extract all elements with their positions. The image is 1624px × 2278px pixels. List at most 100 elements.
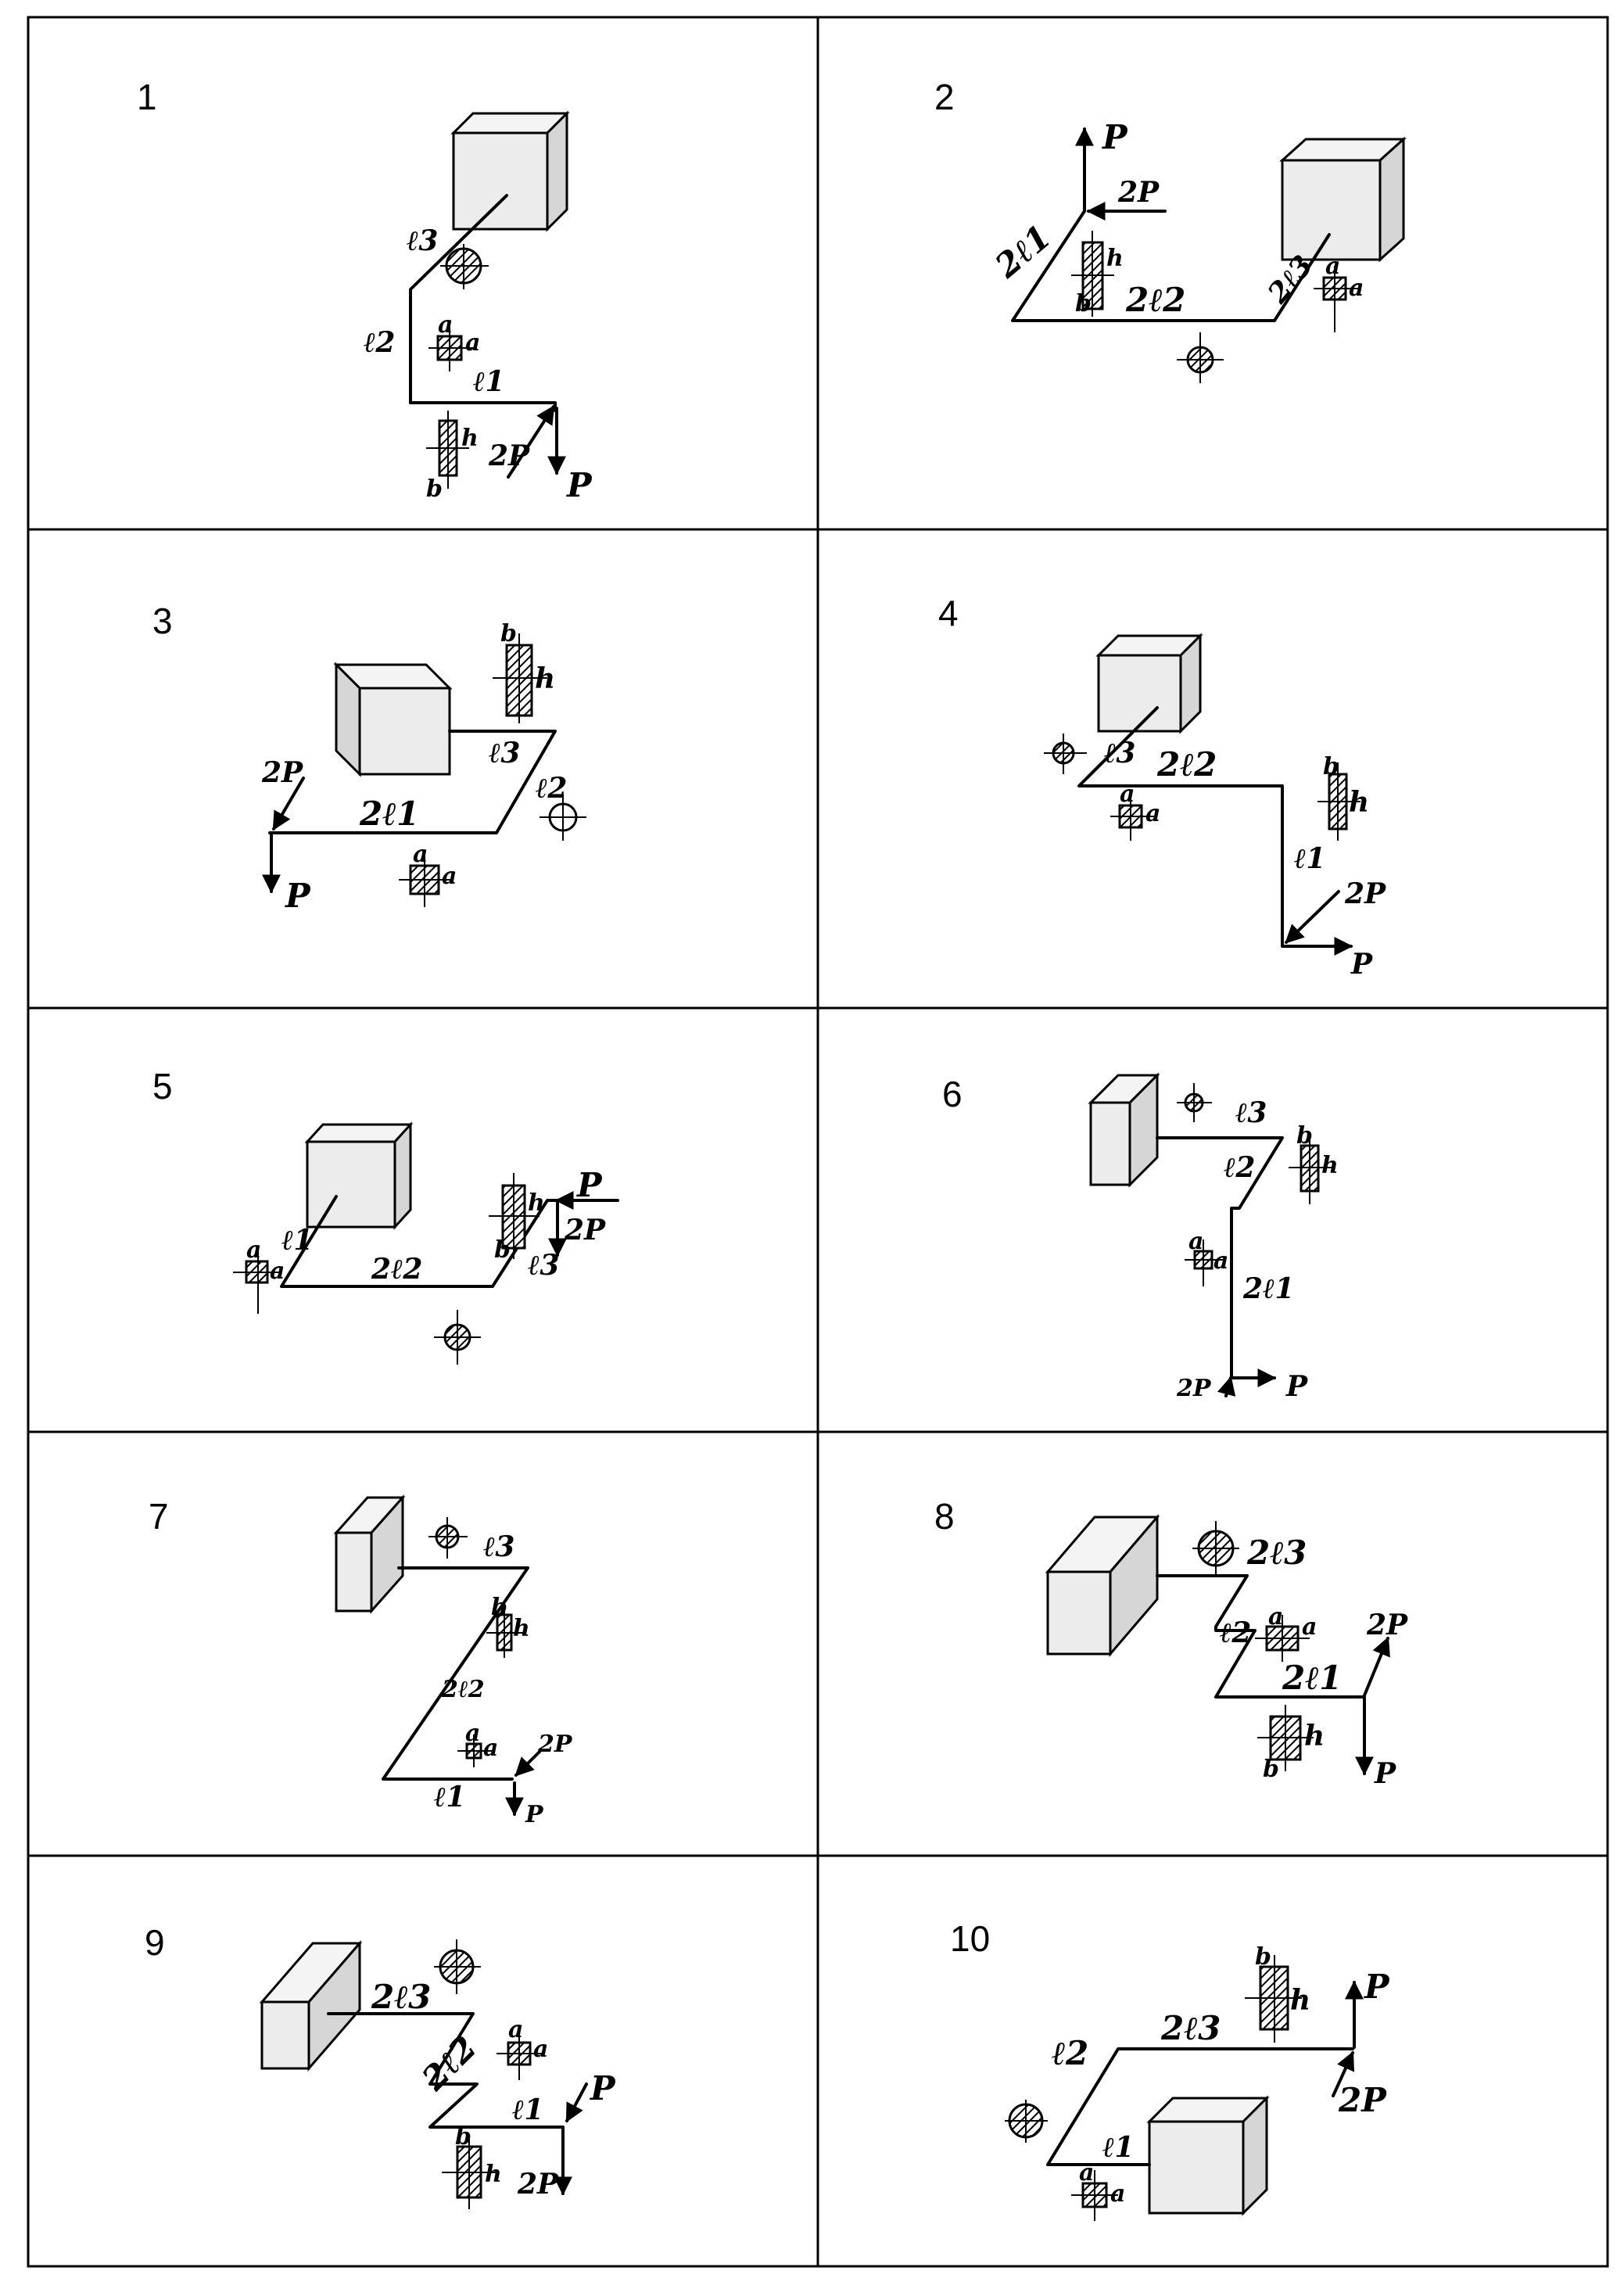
- cell-5-cube: [304, 1121, 414, 1230]
- cell-4-number: 4: [938, 593, 959, 633]
- cell-6-section-square: [1185, 1239, 1224, 1286]
- cell-2-number: 2: [934, 77, 955, 117]
- cell-7-label-l1: ℓ1: [434, 1781, 465, 1813]
- cell-4-section-rect: [1317, 762, 1361, 841]
- cell-10-section-circle: [1005, 2100, 1048, 2143]
- cell-9-label-2p: 2P: [517, 2168, 559, 2201]
- cell-7-section-square: [457, 1735, 493, 1767]
- cell-6-label-b: b: [1296, 1122, 1313, 1150]
- cell-1-force-2p: [507, 404, 555, 479]
- cell-9-label-l1: ℓ1: [512, 2093, 543, 2126]
- cell-9-label-2l3: 2ℓ3: [371, 1978, 431, 2016]
- cell-3-label-h: h: [535, 662, 555, 695]
- cell-5-label-2l2: 2ℓ2: [371, 1253, 422, 1286]
- cell-2-section-circle: [1177, 332, 1224, 383]
- cell-4-label-l3: ℓ3: [1104, 737, 1135, 769]
- cell-7-label-2p: 2P: [537, 1731, 573, 1758]
- cell-8-label-h: h: [1304, 1720, 1325, 1752]
- cell-6-label-p: P: [1285, 1370, 1308, 1403]
- cell-5-section-circle: [434, 1310, 481, 1365]
- cell-4-label-2p: 2P: [1344, 877, 1386, 910]
- cell-10-label-l2: ℓ2: [1052, 2034, 1088, 2072]
- cell-1-label-l3: ℓ3: [407, 224, 438, 257]
- cell-10: 10 b h P 2ℓ3 ℓ2 2P ℓ1 a a: [950, 1918, 1390, 2221]
- cell-1-label-a1: a: [438, 311, 453, 339]
- cell-4-section-circle: [1044, 734, 1087, 774]
- cell-3-force-2p: [272, 777, 305, 831]
- cell-8-number: 8: [934, 1496, 955, 1537]
- cell-10-label-2l3: 2ℓ3: [1160, 2009, 1221, 2047]
- cell-10-label-2p: 2P: [1338, 2081, 1387, 2119]
- cell-10-label-b: b: [1255, 1943, 1271, 1971]
- cell-4-force-2p: [1285, 890, 1340, 944]
- cell-9: 9 2ℓ3 2ℓ2 a a ℓ1 P b h 2P: [145, 1922, 616, 2209]
- cell-4-label-2l2: 2ℓ2: [1156, 745, 1217, 784]
- cell-6-number: 6: [942, 1074, 963, 1114]
- cell-4-label-a2: a: [1145, 800, 1160, 827]
- cell-10-label-l1: ℓ1: [1102, 2131, 1134, 2164]
- cell-4-cube: [1095, 633, 1203, 734]
- cell-1-section-rect: [426, 411, 469, 489]
- cell-4-frame: [816, 528, 1609, 1010]
- cell-5-label-l1: ℓ1: [281, 1224, 313, 1257]
- cell-6-block: [1088, 1072, 1160, 1188]
- cell-1-label-l2: ℓ2: [364, 326, 395, 359]
- cell-3-label-2p: 2P: [261, 756, 303, 789]
- cell-10-cube: [1146, 2095, 1270, 2216]
- cell-1-label-h: h: [461, 425, 479, 452]
- cell-5-label-a1: a: [246, 1236, 261, 1264]
- cell-10-frame-bar: [1046, 2047, 1354, 2166]
- cell-4-label-a1: a: [1120, 780, 1135, 808]
- cell-10-label-p: P: [1364, 1968, 1390, 2006]
- cell-3-label-a1: a: [413, 841, 428, 868]
- cell-6-frame-bar: [1156, 1136, 1284, 1378]
- cell-2-label-a2: a: [1349, 274, 1364, 302]
- cell-9-label-p: P: [590, 2069, 616, 2108]
- cell-9-block: [259, 1939, 363, 2072]
- cell-6-label-2l1: 2ℓ1: [1242, 1272, 1294, 1305]
- cell-1-label-2p: 2P: [488, 439, 530, 472]
- cell-10-section-square: [1071, 2170, 1118, 2221]
- cell-5-frame: [27, 1006, 819, 1433]
- cell-1-label-b: b: [426, 475, 443, 503]
- cell-2-cube: [1279, 136, 1407, 263]
- cell-9-frame: [27, 1854, 819, 2268]
- cell-7-label-a2: a: [483, 1735, 498, 1762]
- cell-2-label-2p: 2P: [1117, 176, 1160, 209]
- cell-8-section-square: [1255, 1615, 1310, 1662]
- cell-7-force-2p: [514, 1750, 541, 1777]
- cell-4: 4 ℓ3 2ℓ2 a a b h ℓ1 2P P: [938, 593, 1386, 981]
- cell-3-cube: [333, 662, 453, 777]
- cell-8-section-circle: [1192, 1521, 1239, 1576]
- cell-10-label-a1: a: [1079, 2159, 1094, 2187]
- cell-4-label-h: h: [1349, 786, 1369, 819]
- cell-8-block: [1045, 1513, 1160, 1658]
- cell-4-frame-bar: [1077, 706, 1284, 948]
- cell-3-label-l2: ℓ2: [536, 772, 567, 805]
- cell-10-label-h: h: [1290, 1984, 1310, 2017]
- cell-2-label-h: h: [1106, 245, 1124, 272]
- cell-1-label-a2: a: [465, 329, 480, 357]
- cell-9-force-p: [565, 2082, 588, 2123]
- cell-10-number: 10: [950, 1918, 990, 1959]
- cell-8-label-2p: 2P: [1366, 1609, 1408, 1641]
- cell-6-label-2p: 2P: [1176, 1375, 1212, 1402]
- cell-1-section-circle: [440, 244, 489, 289]
- cell-1-label-p: P: [566, 466, 593, 504]
- cell-8-label-p: P: [1374, 1757, 1396, 1790]
- cell-3-label-2l1: 2ℓ1: [359, 795, 419, 833]
- cell-7-label-h: h: [513, 1615, 530, 1642]
- cell-4-label-l1: ℓ1: [1294, 842, 1325, 875]
- cell-10-section-rect: [1245, 1955, 1302, 2043]
- cell-7-frame: [27, 1430, 819, 1857]
- cell-7-section-rect: [486, 1603, 524, 1658]
- cell-8-label-b: b: [1263, 1756, 1279, 1783]
- cell-5: 5 a a ℓ1 2ℓ2 h b P 2P ℓ3: [152, 1066, 619, 1365]
- cell-4-label-b: b: [1323, 753, 1339, 780]
- cell-6-section-circle: [1177, 1083, 1212, 1122]
- cell-8-label-a2: a: [1302, 1613, 1317, 1641]
- cell-2-frame-bar: [1011, 210, 1331, 322]
- cell-8-force-2p: [1363, 1636, 1390, 1697]
- cell-9-section-square: [497, 2029, 543, 2080]
- cell-2-section-rect: [1071, 231, 1114, 317]
